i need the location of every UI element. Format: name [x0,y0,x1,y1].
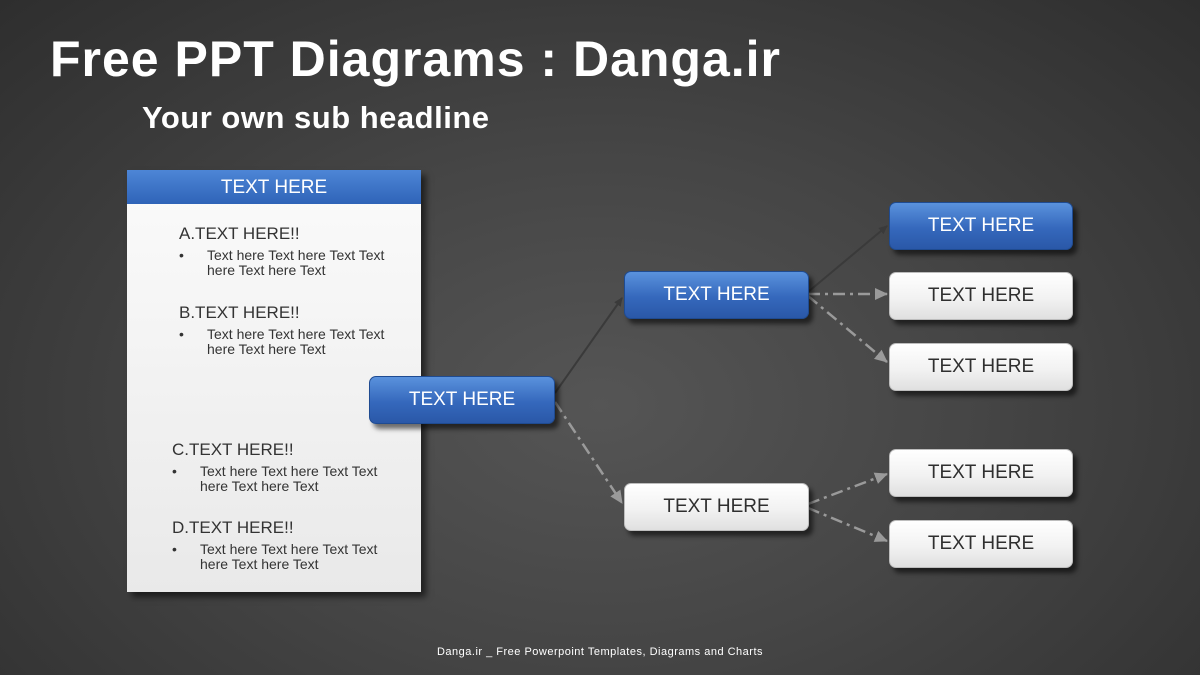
section-text: Text here Text here Text Text here Text … [207,326,385,357]
leaf-node-5: TEXT HERE [889,520,1073,568]
section-title: B.TEXT HERE!! [179,303,300,322]
panel-section-d: D.TEXT HERE!! • Text here Text here Text… [172,518,400,572]
leaf-node-2: TEXT HERE [889,272,1073,320]
leaf-node-3: TEXT HERE [889,343,1073,391]
bullet-icon: • [172,541,177,557]
connector-root-to-mid-top [554,297,623,394]
section-title: D.TEXT HERE!! [172,518,294,537]
bullet-icon: • [179,247,184,263]
section-title: A.TEXT HERE!! [179,224,300,243]
connector-mid-top-to-leaf-1 [807,225,888,293]
connector-mid-top-to-leaf-3 [807,295,888,363]
panel-header: TEXT HERE [127,170,421,204]
slide-subtitle: Your own sub headline [142,100,490,135]
section-text: Text here Text here Text Text here Text … [207,247,385,278]
connector-mid-bottom-to-leaf-5 [807,506,888,543]
section-text: Text here Text here Text Text here Text … [200,541,378,572]
bullet-icon: • [172,463,177,479]
section-title: C.TEXT HERE!! [172,440,294,459]
leaf-node-4: TEXT HERE [889,449,1073,497]
footer-text: Danga.ir _ Free Powerpoint Templates, Di… [436,646,764,658]
panel-section-c: C.TEXT HERE!! • Text here Text here Text… [172,440,400,494]
bullet-icon: • [179,326,184,342]
root-node: TEXT HERE [369,376,555,424]
mid-node-bottom: TEXT HERE [624,483,809,531]
mid-node-top: TEXT HERE [624,271,809,319]
connector-mid-bottom-to-leaf-4 [807,472,888,506]
connector-root-to-mid-bottom [553,401,624,504]
panel-section-b: B.TEXT HERE!! • Text here Text here Text… [179,303,407,357]
slide-title: Free PPT Diagrams : Danga.ir [50,31,782,87]
panel-section-a: A.TEXT HERE!! • Text here Text here Text… [179,224,407,278]
leaf-node-1: TEXT HERE [889,202,1073,250]
section-text: Text here Text here Text Text here Text … [200,463,378,494]
